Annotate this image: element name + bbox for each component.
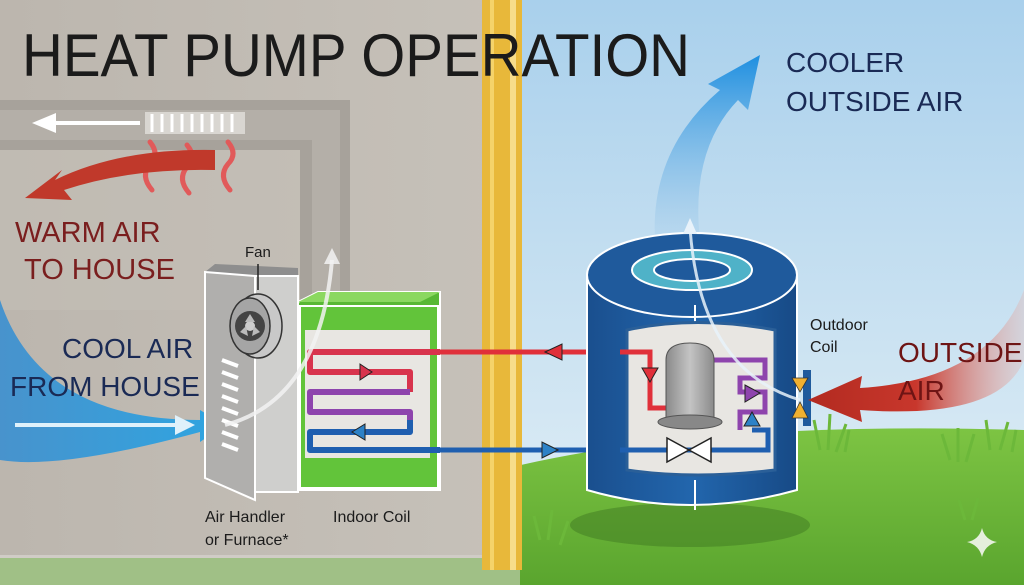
cooler-air-label-2: OUTSIDE AIR <box>786 86 963 117</box>
cool-air-label: COOL AIR <box>62 333 193 364</box>
indoor-coil-label: Indoor Coil <box>333 509 410 526</box>
cool-air-arrow <box>15 415 195 435</box>
expansion-valve-icon <box>666 436 712 464</box>
outside-air-arrow <box>808 290 1024 422</box>
air-handler-label-2: or Furnace* <box>205 532 289 549</box>
duct-air-arrow <box>32 113 140 133</box>
cool-air-flow <box>0 300 225 463</box>
supply-register <box>145 112 245 134</box>
outdoor-coil-label: Outdoor <box>810 317 868 334</box>
sparkle-icon <box>967 528 997 557</box>
outdoor-coil-fitting <box>791 370 811 426</box>
compressor-icon <box>657 342 723 430</box>
cooler-air-label: COOLER <box>786 47 904 78</box>
outside-air-label: OUTSIDE <box>898 337 1022 368</box>
air-handler-label: Air Handler <box>205 509 286 526</box>
fan-label: Fan <box>245 244 271 261</box>
grass-tufts <box>532 413 1018 546</box>
warm-air-label-2: TO HOUSE <box>24 254 175 286</box>
warm-air-label: WARM AIR <box>15 217 161 249</box>
indoor-airflow-path <box>224 259 334 427</box>
page-title: HEAT PUMP OPERATION <box>22 22 690 89</box>
fan-icon <box>229 293 283 359</box>
outdoor-coil-label-2: Coil <box>810 339 838 356</box>
cooler-air-arrow <box>654 55 760 240</box>
indoor-coil <box>297 291 441 491</box>
outside-air-label-2: AIR <box>898 375 945 406</box>
outdoor-airflow-path <box>688 227 801 402</box>
cool-air-label-2: FROM HOUSE <box>10 371 200 402</box>
warm-air-arrow <box>25 149 215 200</box>
